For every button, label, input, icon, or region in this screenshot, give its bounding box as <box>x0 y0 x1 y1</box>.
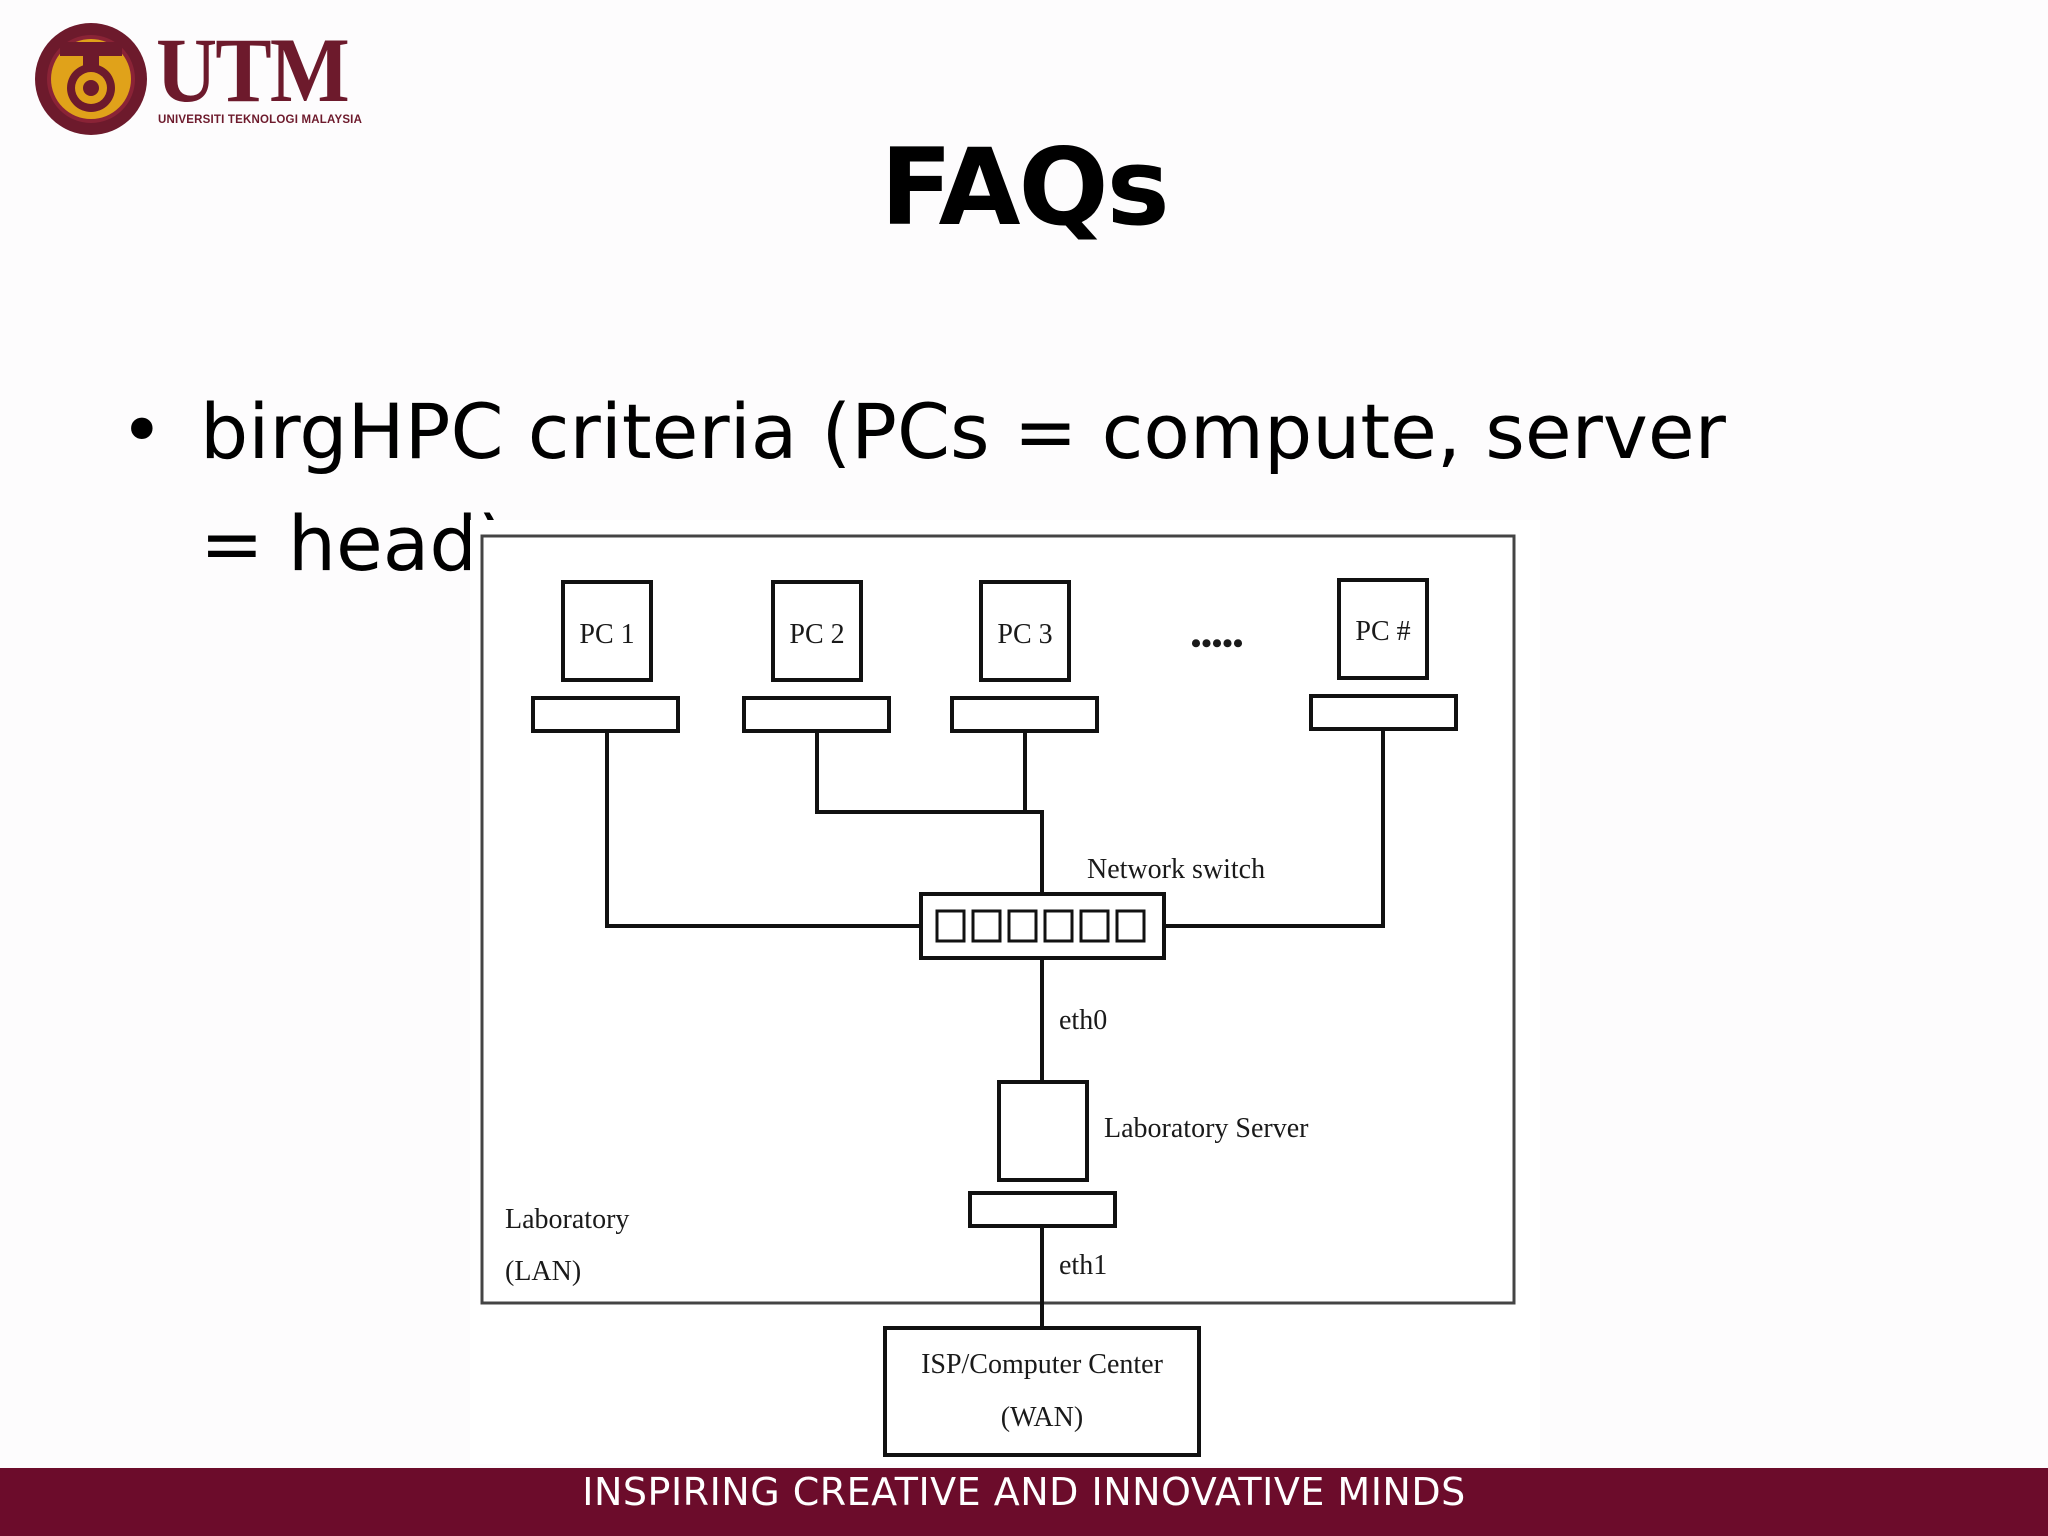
laboratory-server <box>968 1080 1117 1228</box>
eth0-label: eth0 <box>1059 1005 1107 1036</box>
pc-ellipsis: ••••• <box>1191 627 1244 660</box>
logo-wordmark: UTM <box>156 19 350 121</box>
logo-subtitle: UNIVERSITI TEKNOLOGI MALAYSIA <box>158 114 363 126</box>
wan-label-line1: ISP/Computer Center <box>921 1349 1164 1380</box>
lan-label-line1: Laboratory <box>505 1204 629 1235</box>
server-label: Laboratory Server <box>1104 1113 1309 1144</box>
pc-n <box>1309 578 1458 731</box>
pcn-link <box>1164 729 1385 928</box>
pc-2-label: PC 2 <box>789 619 844 650</box>
eth1-label: eth1 <box>1059 1250 1107 1281</box>
network-switch <box>919 892 1166 960</box>
pc-3 <box>950 580 1099 733</box>
pc1-link <box>605 731 922 928</box>
switch-label: Network switch <box>1087 854 1265 885</box>
footer-bar: INSPIRING CREATIVE AND INNOVATIVE MINDS <box>0 1468 2048 1536</box>
isp-box <box>883 1326 1201 1457</box>
lan-label-line2: (LAN) <box>505 1256 581 1287</box>
utm-emblem-icon <box>35 23 147 135</box>
footer-tagline: INSPIRING CREATIVE AND INNOVATIVE MINDS <box>582 1470 1466 1514</box>
network-diagram: PC 1 PC 2 PC 3 PC # ••••• Network switch… <box>470 520 1540 1464</box>
bullet-dot-icon: • <box>120 388 164 474</box>
pc-n-label: PC # <box>1355 616 1410 647</box>
lan-boundary <box>480 534 1516 1305</box>
wan-label-line2: (WAN) <box>1001 1402 1083 1433</box>
pc2-link <box>815 731 1042 814</box>
slide-title: FAQs <box>880 126 1170 249</box>
pc-2 <box>742 580 891 733</box>
pc-1 <box>531 580 680 733</box>
pc-3-label: PC 3 <box>997 619 1052 650</box>
pc-1-label: PC 1 <box>579 619 634 650</box>
utm-logo: UTM UNIVERSITI TEKNOLOGI MALAYSIA <box>34 19 394 135</box>
bullet-text: birgHPC criteria (PCs = compute, server … <box>200 387 1726 588</box>
